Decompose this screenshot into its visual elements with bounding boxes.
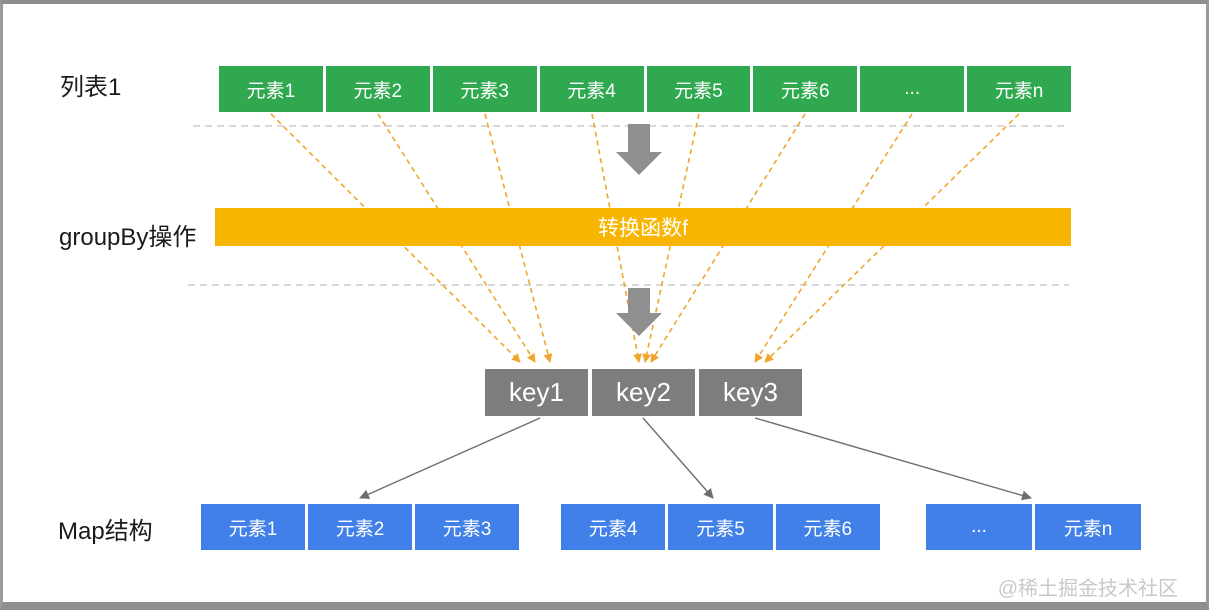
list-cell: key2 — [592, 369, 695, 416]
list-cell: 元素3 — [432, 66, 537, 112]
list-cell: 元素1 — [219, 66, 323, 112]
list-cell: 元素6 — [753, 66, 858, 112]
list-cell: 元素4 — [539, 66, 644, 112]
list-cell: 元素n — [967, 66, 1071, 112]
watermark-text: @稀土掘金技术社区 — [997, 578, 1178, 600]
list-cell: key1 — [485, 369, 588, 416]
list-cell: 元素2 — [308, 504, 412, 550]
list-cell: 元素2 — [325, 66, 430, 112]
list-cell: 元素n — [1035, 504, 1141, 550]
list-cell: 元素5 — [668, 504, 773, 550]
source-list-label: 列表1 — [60, 74, 122, 101]
map-group-key3: ...元素n — [926, 504, 1141, 550]
list-cell: ... — [860, 66, 965, 112]
transform-function-label: 转换函数f — [598, 217, 688, 240]
groupby-operation-label: groupBy操作 — [59, 224, 197, 251]
list-cell: 元素1 — [201, 504, 305, 550]
map-structure-label: Map结构 — [58, 518, 153, 545]
list-cell: 元素4 — [561, 504, 666, 550]
list-cell: 元素3 — [415, 504, 519, 550]
list-cell: key3 — [699, 369, 802, 416]
list-cell: 元素6 — [775, 504, 880, 550]
transform-function-bar: 转换函数f — [215, 208, 1071, 246]
list-cell: ... — [926, 504, 1032, 550]
list-cell: 元素5 — [646, 66, 751, 112]
